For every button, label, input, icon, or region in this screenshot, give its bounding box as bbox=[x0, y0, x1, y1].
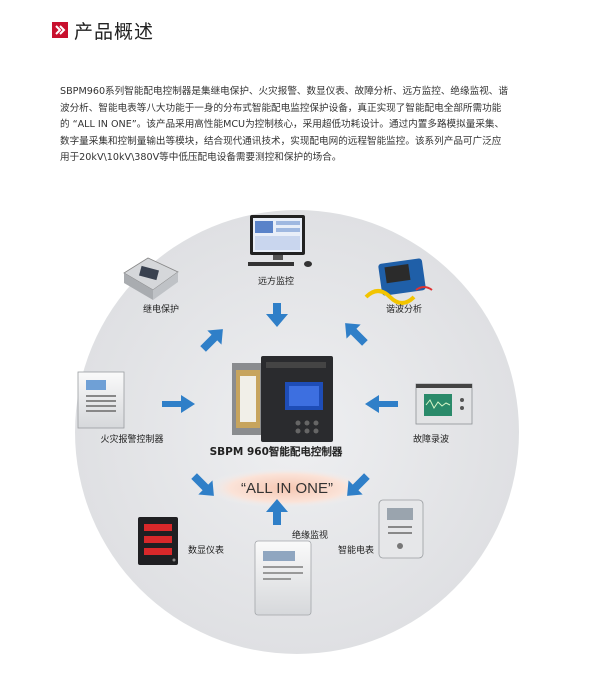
insulation-monitoring-label: 绝缘监视 bbox=[292, 529, 328, 541]
remote-monitoring-label: 远方监控 bbox=[258, 275, 294, 287]
smart-meter-label: 智能电表 bbox=[338, 544, 374, 556]
relay-protection-label: 继电保护 bbox=[143, 303, 179, 315]
harmonic-analyzer-image bbox=[364, 258, 433, 305]
fire-alarm-device-image bbox=[77, 371, 125, 429]
section-header: 产品概述 bbox=[52, 18, 155, 43]
arrow-diag-icon bbox=[200, 329, 223, 352]
intro-line: 数字量采集和控制量输出等模块，结合现代通讯技术，实现配电网的远程智能监控。该系列… bbox=[60, 135, 502, 147]
computer-device-image bbox=[248, 215, 312, 267]
intro-paragraph: SBPM960系列智能配电控制器是集继电保护、火灾报警、数显仪表、故障分析、远方… bbox=[60, 84, 536, 167]
arrow-left-icon bbox=[365, 395, 398, 413]
fire-alarm-label: 火灾报警控制器 bbox=[100, 433, 163, 445]
relay-device-image bbox=[123, 257, 179, 300]
arrow-diag-icon bbox=[191, 473, 214, 496]
controller-device-image bbox=[232, 356, 333, 442]
fault-recording-label: 故障录波 bbox=[413, 433, 449, 445]
arrow-diag-icon bbox=[347, 473, 370, 496]
smart-meter-image bbox=[378, 499, 424, 559]
intro-line: 的 “ALL IN ONE”。该产品采用高性能MCU为控制核心，采用超低功耗设计… bbox=[60, 119, 505, 130]
arrow-down-icon bbox=[266, 303, 288, 327]
controller-label: SBPM 960智能配电控制器 bbox=[210, 445, 343, 458]
all-in-one-label: “ALL IN ONE” bbox=[241, 480, 333, 497]
all-in-one-glow bbox=[205, 468, 369, 508]
arrows bbox=[162, 303, 398, 525]
arrow-diag-icon bbox=[345, 323, 368, 346]
harmonic-analysis-label: 谐波分析 bbox=[386, 303, 422, 315]
section-title: 产品概述 bbox=[74, 20, 155, 43]
digital-meter-label: 数显仪表 bbox=[188, 544, 224, 556]
intro-line: SBPM960系列智能配电控制器是集继电保护、火灾报警、数显仪表、故障分析、远方… bbox=[60, 86, 508, 97]
intro-line: 用于20kV\10kV\380V等中低压配电设备需要测控和保护的场合。 bbox=[60, 152, 342, 163]
fault-recorder-image bbox=[415, 383, 473, 425]
arrow-up-icon bbox=[266, 499, 288, 525]
chevron-right-icon bbox=[52, 22, 68, 38]
intro-line: 波分析、智能电表等八大功能于一身的分布式智能配电监控保护设备，真正实现了智能配电… bbox=[60, 102, 502, 114]
insulation-monitor-image bbox=[254, 540, 312, 616]
digital-meter-image bbox=[138, 517, 178, 565]
arrow-right-icon bbox=[162, 395, 195, 413]
